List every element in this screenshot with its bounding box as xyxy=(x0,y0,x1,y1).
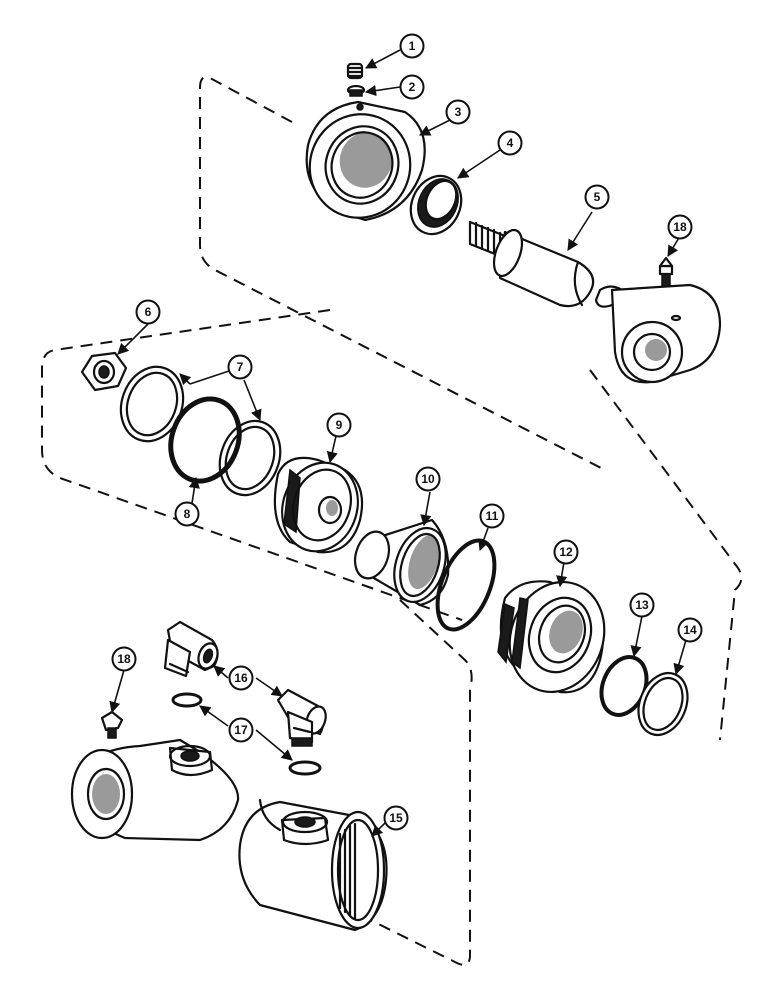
callout-10: 10 xyxy=(415,466,441,492)
svg-text:9: 9 xyxy=(336,418,343,432)
svg-text:16: 16 xyxy=(234,671,248,685)
part-elbow-fitting-b xyxy=(276,688,327,747)
svg-text:7: 7 xyxy=(237,360,244,374)
svg-text:12: 12 xyxy=(559,545,573,559)
part-wiper-seal xyxy=(409,174,463,236)
callout-15: 15 xyxy=(383,805,409,831)
callout-2: 2 xyxy=(399,74,425,100)
svg-text:5: 5 xyxy=(594,190,601,204)
callout-4: 4 xyxy=(497,130,523,156)
callouts: 1 2 3 4 5 18 6 7 8 9 10 11 12 13 14 18 1… xyxy=(111,33,703,831)
svg-text:10: 10 xyxy=(421,472,435,486)
callout-16: 16 xyxy=(228,665,254,691)
leader-lines xyxy=(109,49,687,837)
callout-6: 6 xyxy=(135,299,161,325)
callout-7: 7 xyxy=(227,354,253,380)
callout-13: 13 xyxy=(629,592,655,618)
part-barrel xyxy=(70,738,388,932)
svg-text:14: 14 xyxy=(683,623,697,637)
svg-text:11: 11 xyxy=(486,509,499,523)
callout-3: 3 xyxy=(445,99,471,125)
part-spacer xyxy=(353,518,450,607)
part-nut xyxy=(80,351,128,392)
svg-text:4: 4 xyxy=(507,136,514,150)
part-set-screw xyxy=(346,62,364,80)
svg-text:17: 17 xyxy=(234,723,248,737)
svg-text:18: 18 xyxy=(673,220,687,234)
callout-9: 9 xyxy=(326,412,352,438)
callout-18-top: 18 xyxy=(667,214,693,240)
svg-text:13: 13 xyxy=(635,598,649,612)
callout-11: 11 xyxy=(479,503,505,529)
part-backup-ring-b xyxy=(218,419,282,497)
svg-text:15: 15 xyxy=(389,811,403,825)
part-grease-fitting-top xyxy=(658,256,674,287)
callout-17: 17 xyxy=(228,717,254,743)
callout-5: 5 xyxy=(584,184,610,210)
part-gland-body xyxy=(497,580,606,694)
part-grease-fitting-bottom xyxy=(100,710,124,739)
svg-text:1: 1 xyxy=(409,39,416,53)
part-piston xyxy=(273,456,364,554)
part-piston-rod xyxy=(468,220,722,384)
part-backup-ring-14 xyxy=(637,672,689,736)
callout-8: 8 xyxy=(174,501,200,527)
svg-text:6: 6 xyxy=(145,305,152,319)
callout-18-bottom: 18 xyxy=(111,646,137,672)
part-o-ring-17b xyxy=(288,760,322,776)
callout-14: 14 xyxy=(677,617,703,643)
svg-text:2: 2 xyxy=(409,80,416,94)
svg-text:8: 8 xyxy=(184,507,191,521)
part-o-ring-17a xyxy=(171,692,203,708)
assembly-group-outlines xyxy=(41,76,743,966)
callout-12: 12 xyxy=(553,539,579,565)
svg-text:3: 3 xyxy=(455,105,462,119)
part-gland xyxy=(305,100,426,222)
svg-text:18: 18 xyxy=(117,652,131,666)
part-plug xyxy=(346,84,366,97)
part-backup-ring-a xyxy=(119,365,185,443)
part-elbow-fitting-a xyxy=(163,620,219,678)
callout-1: 1 xyxy=(399,33,425,59)
